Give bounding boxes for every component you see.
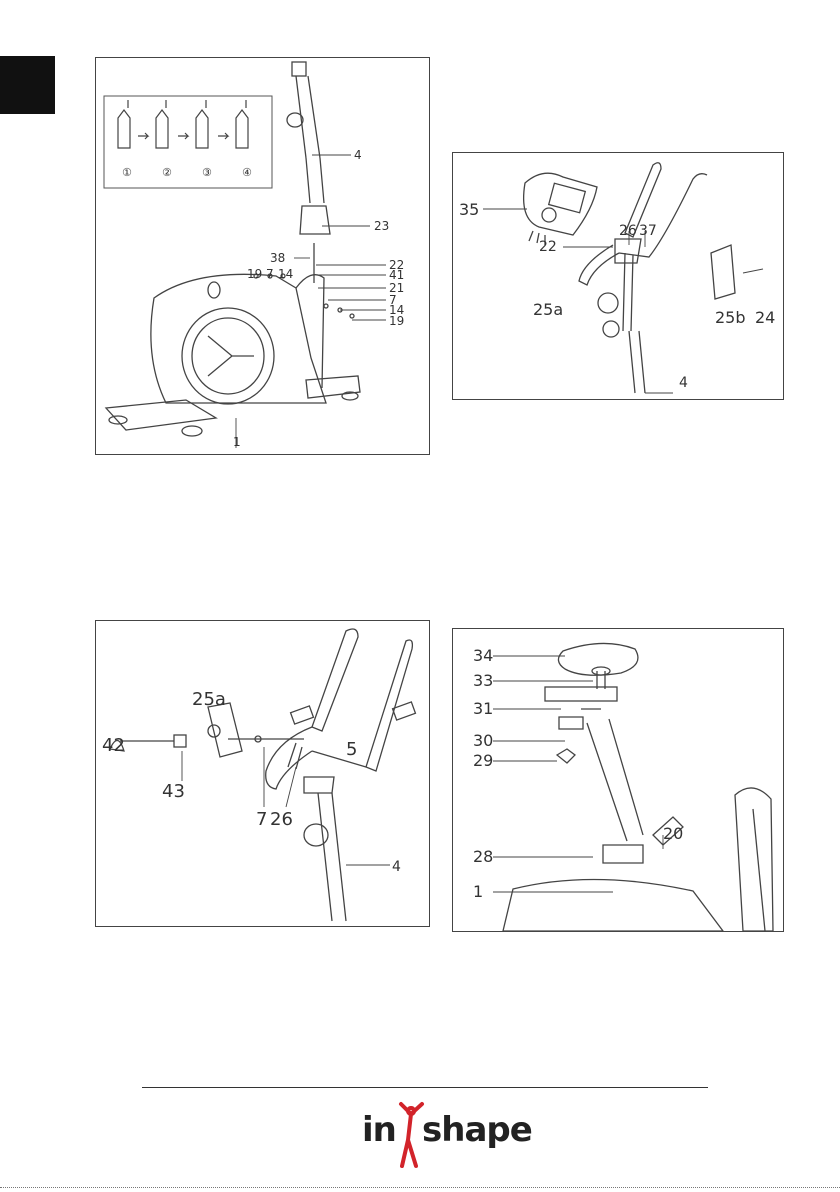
label-29: 29	[473, 751, 493, 770]
assembly-diagram-frame: ① ② ③ ④	[95, 57, 430, 455]
label-4: 4	[392, 859, 401, 875]
label-23: 23	[374, 219, 389, 233]
label-28: 28	[473, 847, 493, 866]
footer-divider	[142, 1087, 708, 1088]
assembly-diagram-handlebar: 25a 42 43 7 26 5 4	[95, 620, 430, 927]
logo-text-in: in	[362, 1110, 396, 1150]
console-drawing: 35 22 26 37 25a 25b 24 4	[453, 153, 783, 399]
label-25b: 25b	[715, 308, 746, 327]
label-34: 34	[473, 646, 493, 665]
step-1: ①	[122, 166, 132, 179]
language-tab	[0, 56, 55, 114]
label-20: 20	[663, 824, 683, 843]
label-41: 41	[389, 268, 404, 282]
label-1: 1	[473, 882, 483, 901]
label-1: 1	[233, 435, 241, 449]
inshape-logo: in shape	[360, 1100, 510, 1172]
label-5: 5	[346, 739, 357, 760]
label-4: 4	[679, 375, 688, 391]
label-26: 26	[619, 223, 637, 239]
label-42: 42	[102, 735, 125, 756]
label-43: 43	[162, 781, 185, 802]
assembly-diagram-seat: 34 33 31 30 29 28 20 1	[452, 628, 784, 932]
label-38: 38	[270, 251, 285, 265]
label-25a: 25a	[192, 689, 226, 710]
label-19-left: 19	[247, 267, 262, 281]
label-25a: 25a	[533, 300, 563, 319]
label-22: 22	[539, 239, 557, 255]
page-bottom-border	[0, 1187, 840, 1188]
frame-drawing: ① ② ③ ④	[96, 58, 429, 454]
label-31: 31	[473, 699, 493, 718]
step-3: ③	[202, 166, 212, 179]
logo-text-shape: shape	[422, 1110, 532, 1150]
handlebar-drawing: 25a 42 43 7 26 5 4	[96, 621, 429, 926]
step-4: ④	[242, 166, 252, 179]
label-33: 33	[473, 671, 493, 690]
step-2: ②	[162, 166, 172, 179]
label-37: 37	[639, 223, 657, 239]
label-24: 24	[755, 308, 775, 327]
label-14-left: 14	[278, 267, 293, 281]
label-19: 19	[389, 314, 404, 328]
seat-drawing: 34 33 31 30 29 28 20 1	[453, 629, 783, 931]
label-4: 4	[354, 148, 362, 162]
label-26: 26	[270, 809, 293, 830]
label-7-left: 7	[266, 267, 274, 281]
label-7: 7	[256, 809, 267, 830]
label-30: 30	[473, 731, 493, 750]
label-35: 35	[459, 200, 479, 219]
assembly-diagram-console: 35 22 26 37 25a 25b 24 4	[452, 152, 784, 400]
